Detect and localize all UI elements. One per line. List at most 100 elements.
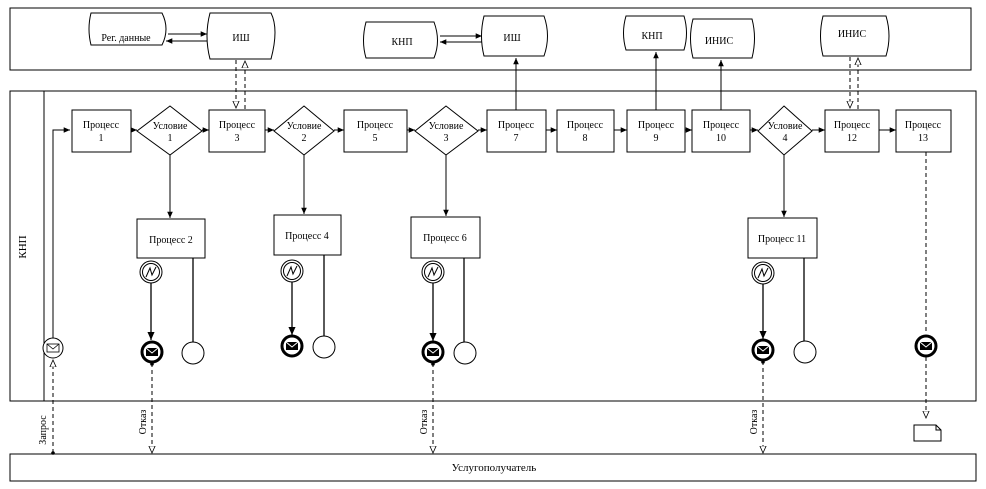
lane-label: КНП xyxy=(17,235,29,258)
system-knp-1-label: КНП xyxy=(391,37,412,48)
system-reg: Рег. данные xyxy=(88,12,167,46)
envelope-end-icon xyxy=(751,338,775,362)
system-ish-1-label: ИШ xyxy=(232,33,249,44)
svg-text:Процесс: Процесс xyxy=(703,120,740,131)
svg-text:12: 12 xyxy=(847,133,857,144)
system-ish-2-label: ИШ xyxy=(503,33,520,44)
system-connectors xyxy=(513,52,724,110)
svg-text:Процесс 4: Процесс 4 xyxy=(285,231,329,242)
condition-4: Условие 4 xyxy=(757,105,813,156)
system-dashed-connectors xyxy=(236,57,858,109)
envelope-end-icon xyxy=(421,340,445,364)
process-12: Процесс 12 xyxy=(824,109,880,153)
system-knp-1: КНП xyxy=(363,21,438,59)
envelope-end-icon xyxy=(280,334,304,358)
svg-text:2: 2 xyxy=(302,133,307,144)
svg-text:Процесс 6: Процесс 6 xyxy=(423,233,467,244)
timer-events xyxy=(139,259,775,285)
envelope-end-icon xyxy=(140,340,164,364)
recipient-label: Услугополучатель xyxy=(452,462,537,474)
svg-text:1: 1 xyxy=(168,133,173,144)
end-event xyxy=(181,341,205,365)
end-event xyxy=(453,341,477,365)
end-event xyxy=(312,335,336,359)
svg-text:1: 1 xyxy=(99,133,104,144)
envelope-end-icon xyxy=(914,334,938,358)
svg-text:7: 7 xyxy=(514,133,519,144)
svg-text:Процесс: Процесс xyxy=(219,120,256,131)
request-origin-dot xyxy=(51,451,55,455)
timer-icon xyxy=(751,261,775,285)
svg-text:Процесс: Процесс xyxy=(357,120,394,131)
process-10: Процесс 10 xyxy=(691,109,751,153)
system-ish-2: ИШ xyxy=(481,15,548,57)
svg-text:Условие: Условие xyxy=(429,121,464,132)
process-4: Процесс 4 xyxy=(273,214,342,256)
system-inis-2-label: ИНИС xyxy=(838,29,867,40)
svg-text:Условие: Условие xyxy=(768,121,803,132)
process-1: Процесс 1 xyxy=(71,109,132,153)
svg-text:5: 5 xyxy=(373,133,378,144)
svg-text:10: 10 xyxy=(716,133,726,144)
recipient-band xyxy=(9,453,977,482)
svg-text:Процесс: Процесс xyxy=(834,120,871,131)
end-events xyxy=(181,335,817,365)
start-to-process-1 xyxy=(52,127,70,338)
timer-icon xyxy=(139,260,163,284)
process-13: Процесс 13 xyxy=(895,109,952,153)
process-3: Процесс 3 xyxy=(208,109,266,153)
timer-icon xyxy=(421,260,445,284)
refusal-label: Отказ xyxy=(419,410,430,435)
process-8: Процесс 8 xyxy=(556,109,615,153)
system-knp-2-label: КНП xyxy=(641,31,662,42)
svg-text:8: 8 xyxy=(583,133,588,144)
system-inis-2: ИНИС xyxy=(820,15,890,57)
sub-process-down-arrows xyxy=(147,255,805,343)
request-label: Запрос xyxy=(38,415,49,445)
request-refusal-connectors xyxy=(53,152,926,453)
svg-text:Процесс: Процесс xyxy=(83,120,120,131)
refusal-origin-dot xyxy=(431,362,435,366)
system-knp-2: КНП xyxy=(623,15,687,51)
refusal-label: Отказ xyxy=(749,410,760,435)
svg-text:Процесс: Процесс xyxy=(498,120,535,131)
svg-text:13: 13 xyxy=(918,133,928,144)
system-inis-1-label: ИНИС xyxy=(705,36,734,47)
system-inis-1: ИНИС xyxy=(690,18,755,59)
process-5: Процесс 5 xyxy=(343,109,408,153)
svg-text:Условие: Условие xyxy=(153,121,188,132)
svg-text:Процесс: Процесс xyxy=(638,120,675,131)
svg-text:Процесс 11: Процесс 11 xyxy=(758,234,806,245)
message-end-events xyxy=(140,334,938,364)
svg-text:Процесс: Процесс xyxy=(567,120,604,131)
process-7: Процесс 7 xyxy=(486,109,547,153)
svg-text:3: 3 xyxy=(444,133,449,144)
svg-text:Процесс: Процесс xyxy=(905,120,942,131)
document-icon xyxy=(913,424,942,442)
condition-down-arrows xyxy=(167,155,787,218)
refusal-label: Отказ xyxy=(138,410,149,435)
process-11: Процесс 11 xyxy=(747,217,818,259)
timer-icon xyxy=(280,259,304,283)
svg-text:9: 9 xyxy=(654,133,659,144)
process-6: Процесс 6 xyxy=(410,216,481,259)
svg-text:Процесс 2: Процесс 2 xyxy=(149,235,193,246)
process-9: Процесс 9 xyxy=(626,109,686,153)
start-message-event xyxy=(42,337,64,359)
system-reg-label: Рег. данные xyxy=(101,33,151,44)
svg-text:Условие: Условие xyxy=(287,121,322,132)
condition-2: Условие 2 xyxy=(273,105,335,156)
refusal-origin-dot xyxy=(150,362,154,366)
systems-band xyxy=(9,7,972,71)
connector-reg-ish xyxy=(166,31,207,44)
refusal-origin-dot xyxy=(761,360,765,364)
system-ish-1: ИШ xyxy=(206,12,276,60)
condition-1: Условие 1 xyxy=(136,105,203,156)
main-lane xyxy=(9,90,977,402)
end-event xyxy=(793,340,817,364)
svg-text:4: 4 xyxy=(783,133,788,144)
connector-knp-ish xyxy=(440,33,482,45)
svg-text:3: 3 xyxy=(235,133,240,144)
condition-3: Условие 3 xyxy=(414,105,479,156)
